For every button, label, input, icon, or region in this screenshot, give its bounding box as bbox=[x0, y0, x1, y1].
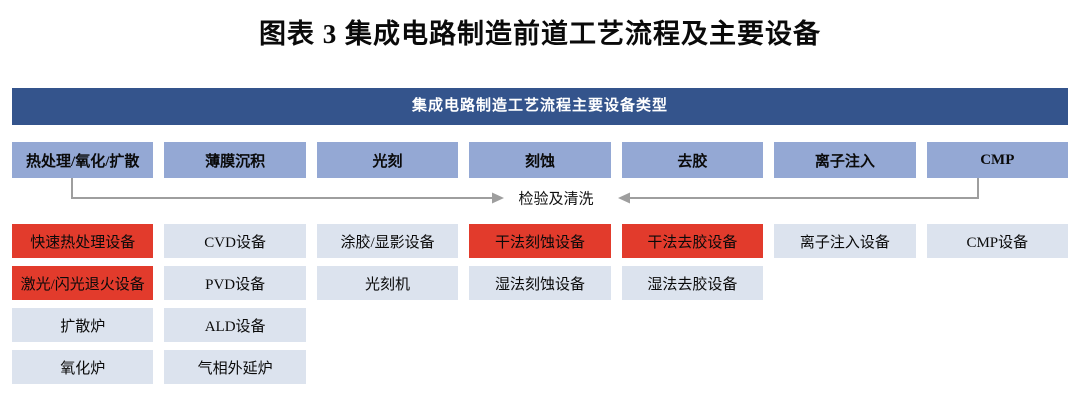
equipment-column-1: 快速热处理设备激光/闪光退火设备扩散炉氧化炉 bbox=[12, 224, 154, 384]
stage-header-7: CMP bbox=[926, 142, 1068, 178]
right-arrow-line bbox=[630, 178, 979, 199]
stage-header-1: 热处理/氧化/扩散 bbox=[12, 142, 154, 178]
equipment-column-7: CMP设备 bbox=[926, 224, 1068, 384]
equipment-box: ALD设备 bbox=[164, 308, 306, 342]
equipment-box: 光刻机 bbox=[316, 266, 459, 300]
equipment-box: 涂胶/显影设备 bbox=[316, 224, 459, 258]
equipment-column-3: 涂胶/显影设备光刻机 bbox=[316, 224, 459, 384]
stage-header-6: 离子注入 bbox=[774, 142, 916, 178]
equipment-grid: 快速热处理设备激光/闪光退火设备扩散炉氧化炉 CVD设备 PVD设备 ALD设备气相外… bbox=[12, 224, 1068, 384]
equipment-box: 氧化炉 bbox=[12, 350, 154, 384]
equipment-box: PVD设备 bbox=[164, 266, 306, 300]
equipment-box: 气相外延炉 bbox=[164, 350, 306, 384]
equipment-box-highlighted: 快速热处理设备 bbox=[12, 224, 154, 258]
right-arrowhead-icon bbox=[618, 192, 630, 204]
equipment-box: CMP设备 bbox=[926, 224, 1068, 258]
equipment-column-5: 干法去胶设备湿法去胶设备 bbox=[621, 224, 764, 384]
figure-title: 图表 3 集成电路制造前道工艺流程及主要设备 bbox=[259, 19, 821, 49]
equipment-box: 离子注入设备 bbox=[774, 224, 916, 258]
stage-header-3: 光刻 bbox=[316, 142, 459, 178]
equipment-box: 湿法去胶设备 bbox=[621, 266, 764, 300]
diagram-banner: 集成电路制造工艺流程主要设备类型 bbox=[12, 88, 1068, 125]
equipment-column-4: 干法刻蚀设备湿法刻蚀设备 bbox=[469, 224, 611, 384]
equipment-box-highlighted: 激光/闪光退火设备 bbox=[12, 266, 154, 300]
left-arrowhead-icon bbox=[492, 192, 504, 204]
equipment-box: 扩散炉 bbox=[12, 308, 154, 342]
equipment-box: CVD设备 bbox=[164, 224, 306, 258]
process-diagram: 集成电路制造工艺流程主要设备类型 热处理/氧化/扩散薄膜沉积光刻刻蚀去胶离子注入… bbox=[12, 88, 1068, 384]
flow-arrows-graphic bbox=[71, 178, 979, 204]
left-arrow-line bbox=[71, 178, 492, 199]
equipment-box: 湿法刻蚀设备 bbox=[469, 266, 611, 300]
stage-header-row: 热处理/氧化/扩散薄膜沉积光刻刻蚀去胶离子注入 CMP bbox=[12, 142, 1068, 178]
stage-header-4: 刻蚀 bbox=[469, 142, 611, 178]
equipment-column-2: CVD设备 PVD设备 ALD设备气相外延炉 bbox=[164, 224, 306, 384]
equipment-column-6: 离子注入设备 bbox=[774, 224, 916, 384]
inspection-flow: 检验及清洗 bbox=[12, 178, 1068, 224]
equipment-box-highlighted: 干法去胶设备 bbox=[621, 224, 764, 258]
stage-header-2: 薄膜沉积 bbox=[164, 142, 306, 178]
equipment-box-highlighted: 干法刻蚀设备 bbox=[469, 224, 611, 258]
stage-header-5: 去胶 bbox=[621, 142, 764, 178]
inspection-label: 检验及清洗 bbox=[510, 187, 602, 209]
